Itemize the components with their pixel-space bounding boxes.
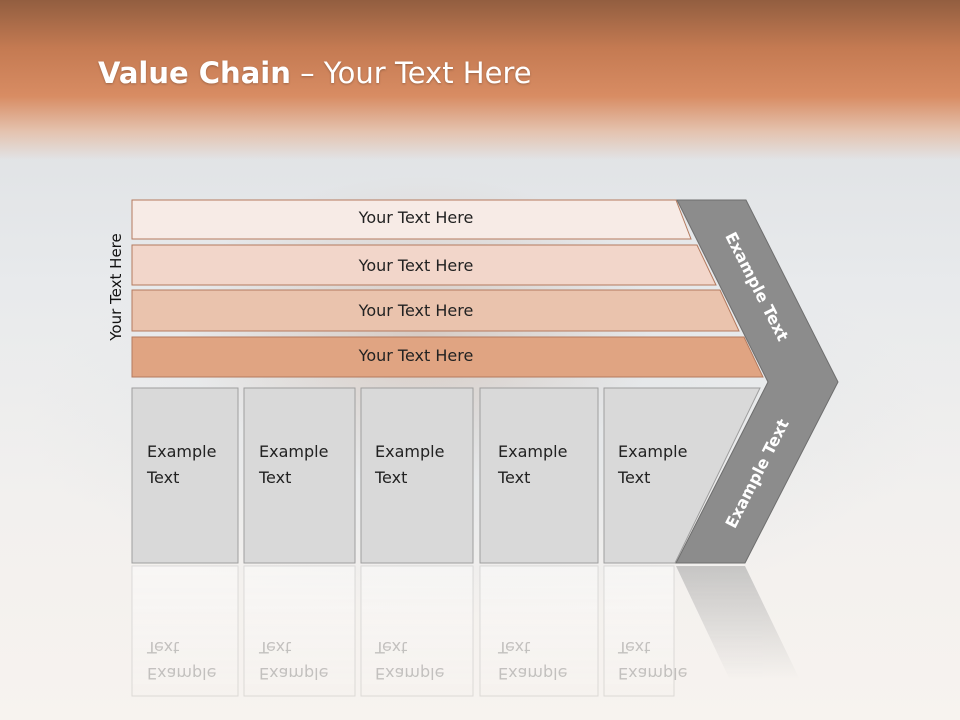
band-3-shape — [131, 289, 740, 332]
band-2-label: Your Text Here — [358, 256, 474, 275]
activity-box-5 — [603, 387, 761, 564]
activity-5-line-1: Example — [618, 442, 688, 461]
activity-box-4 — [479, 387, 599, 564]
diagram-reflection — [131, 565, 800, 697]
activity-1-label: Example Text — [147, 439, 216, 491]
activity-box-1 — [131, 387, 239, 564]
title-main: Value Chain — [98, 56, 291, 90]
margin-chevron-shape — [675, 199, 839, 564]
title-subtitle: – Your Text Here — [290, 56, 532, 90]
activity-4-line-2: Text — [498, 468, 531, 487]
band-4-shape — [131, 336, 764, 378]
activity-3-line-1: Example — [375, 442, 445, 461]
activity-box-2 — [243, 387, 356, 564]
band-4-label: Your Text Here — [358, 346, 474, 365]
band-1-label: Your Text Here — [358, 208, 474, 227]
activity-1-line-2: Text — [147, 468, 180, 487]
activity-3-line-2: Text — [375, 468, 408, 487]
band-2-shape — [131, 244, 717, 286]
activity-box-3 — [360, 387, 474, 564]
band-3-label: Your Text Here — [358, 301, 474, 320]
header-band — [0, 0, 960, 160]
activity-2-line-1: Example — [259, 442, 329, 461]
band-1-shape — [131, 199, 692, 240]
activity-5-line-2: Text — [618, 468, 651, 487]
activity-2-label: Example Text — [259, 439, 328, 491]
activity-3-label: Example Text — [375, 439, 444, 491]
activity-1-line-1: Example — [147, 442, 217, 461]
activity-5-label: Example Text — [618, 439, 687, 491]
activity-4-label: Example Text — [498, 439, 567, 491]
activity-4-line-1: Example — [498, 442, 568, 461]
slide-title: Value Chain – Your Text Here — [98, 56, 532, 90]
activity-2-line-2: Text — [259, 468, 292, 487]
